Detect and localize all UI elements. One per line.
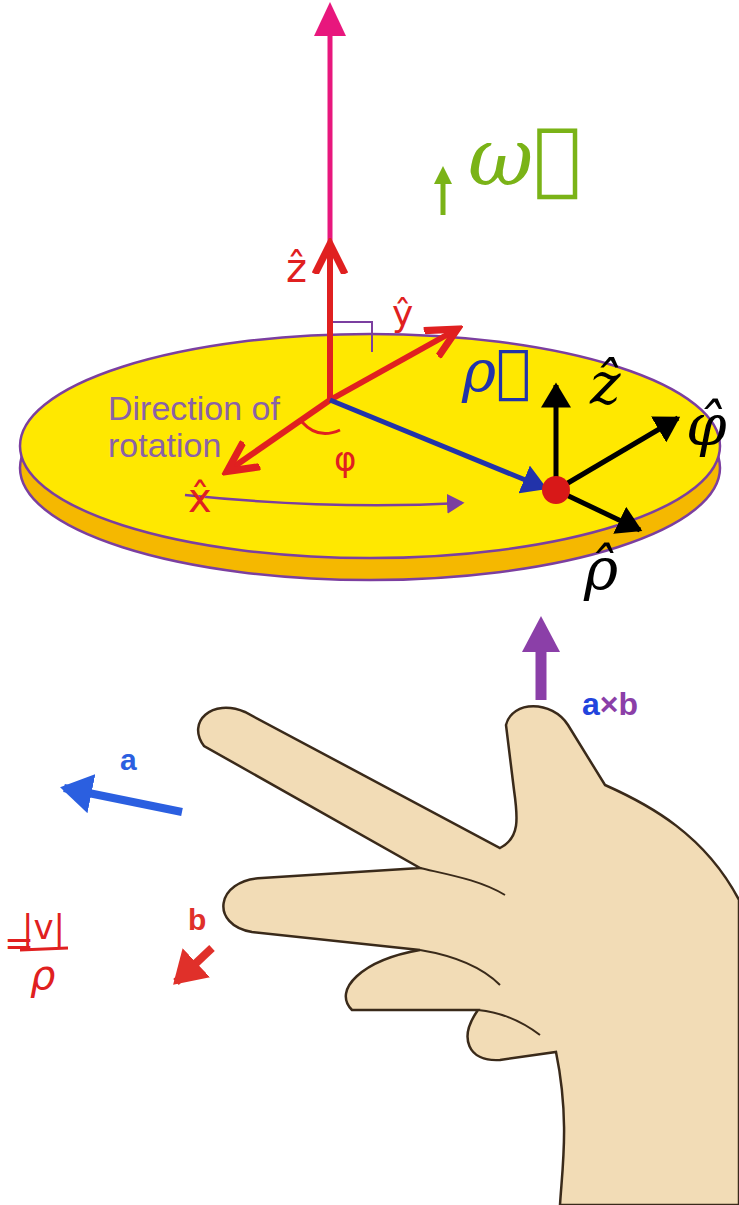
cross-product-label: a×b [582, 688, 638, 720]
rotation-axis [328, 30, 333, 420]
z-hat-label: ẑ [286, 248, 307, 288]
z-hat-local [554, 385, 559, 490]
point-dot [542, 476, 570, 504]
axis-arrowhead [314, 2, 346, 36]
hand-illustration [198, 706, 739, 1205]
phi-arc [302, 422, 340, 434]
b-vector [176, 948, 212, 982]
y-hat-vector [330, 332, 452, 400]
rho-hat-local-label: ρ̂ [584, 540, 618, 598]
rho-vector [330, 400, 545, 488]
phi-hat-local-label: φ̂ [686, 396, 727, 454]
a-label: a [120, 745, 137, 775]
y-hat-label: ŷ [392, 296, 413, 332]
phi-angle-label: φ [334, 442, 356, 476]
cross-product-arrowhead [522, 616, 560, 652]
phi-hat-local [556, 418, 678, 490]
rotation-arrow [185, 495, 462, 505]
b-label: b [188, 905, 206, 935]
hand-crease [478, 1010, 540, 1035]
hand-crease [420, 868, 505, 895]
cross-product-arrow [536, 650, 547, 700]
omega-label: ω⃗ [468, 118, 581, 198]
a-vector [64, 788, 182, 812]
x-hat-label: x̂ [188, 478, 212, 518]
omega-arrowhead [434, 166, 452, 184]
z-hat-vector [327, 250, 333, 400]
omega-arrow [441, 182, 446, 215]
z-hat-local-label: ẑ [590, 355, 621, 413]
rho-note: ρ [30, 955, 55, 995]
speed-note: |v| [22, 910, 65, 944]
hand-crease [420, 950, 500, 985]
disc-top [20, 334, 720, 558]
rho-vector-label: ρ⃗ [462, 342, 531, 400]
rotation-label: Direction of rotation [108, 390, 343, 465]
right-angle-mark [330, 322, 372, 352]
